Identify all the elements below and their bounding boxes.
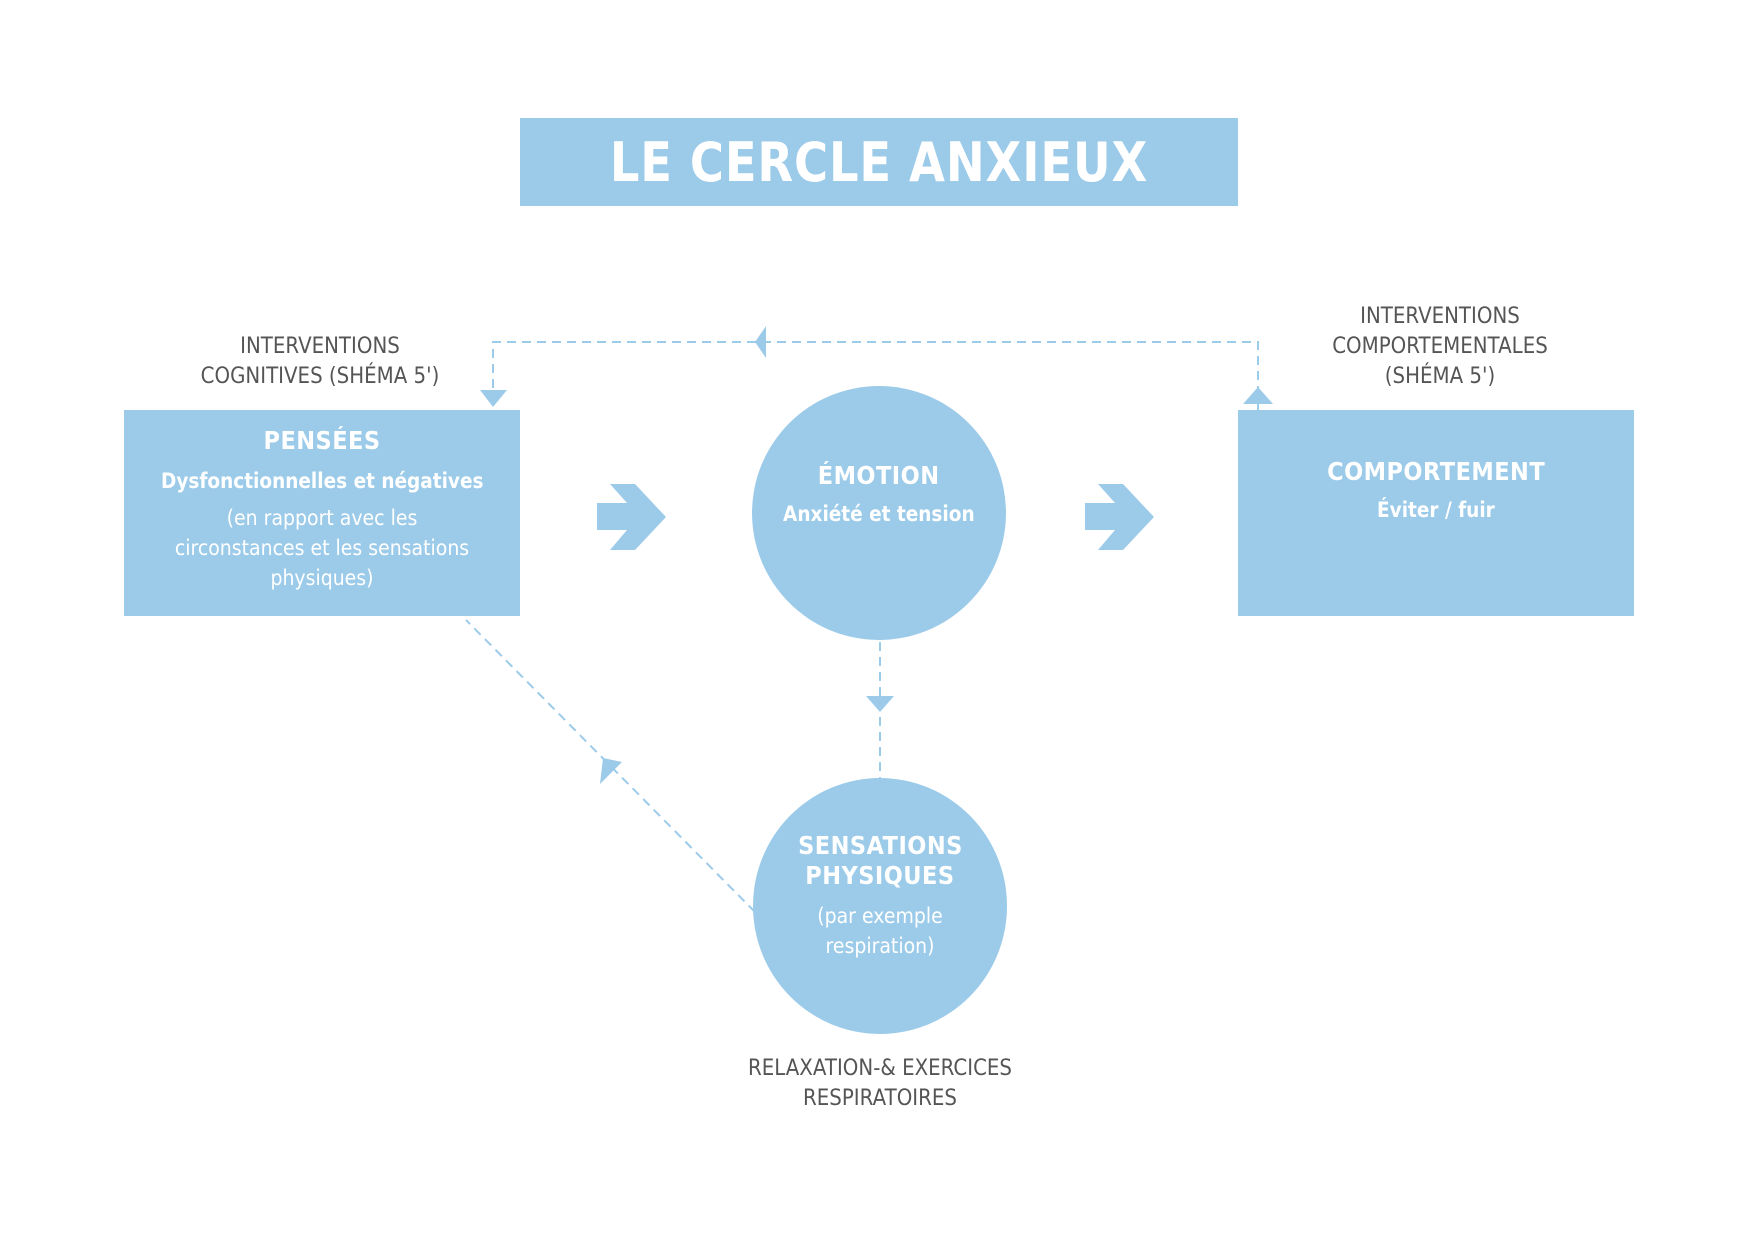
node-subheading: Dysfonctionnelles et négatives bbox=[160, 469, 484, 493]
node-detail: (par exemple respiration) bbox=[817, 904, 943, 958]
node-sensations: SENSATIONS PHYSIQUES (par exemple respir… bbox=[753, 778, 1007, 1034]
arrowhead-down-icon bbox=[480, 390, 507, 407]
label-line: RESPIRATOIRES bbox=[803, 1086, 957, 1111]
node-heading-line1: SENSATIONS bbox=[797, 831, 963, 860]
arrowhead-up-left-icon bbox=[600, 758, 622, 784]
label-line: INTERVENTIONS bbox=[240, 334, 400, 359]
node-emotion: ÉMOTION Anxiété et tension bbox=[752, 386, 1006, 640]
node-heading: COMPORTEMENT bbox=[1326, 457, 1546, 487]
label-cognitive-interventions: INTERVENTIONS COGNITIVES (SHÉMA 5') bbox=[167, 332, 473, 392]
label-line: RELAXATION-& EXERCICES bbox=[747, 1056, 1013, 1081]
node-pensees: PENSÉES Dysfonctionnelles et négatives (… bbox=[124, 410, 520, 616]
diagram-title: LE CERCLE ANXIEUX bbox=[609, 130, 1149, 194]
label-line: COGNITIVES (SHÉMA 5') bbox=[200, 364, 440, 389]
label-line: COMPORTEMENTALES bbox=[1332, 334, 1548, 359]
node-heading-line2: PHYSIQUES bbox=[805, 861, 955, 890]
node-subheading: Éviter / fuir bbox=[1377, 498, 1495, 523]
label-line: INTERVENTIONS bbox=[1360, 304, 1520, 329]
node-comportement: COMPORTEMENT Éviter / fuir bbox=[1238, 410, 1634, 616]
node-subheading: Anxiété et tension bbox=[783, 502, 975, 527]
arrowhead-left-icon bbox=[755, 326, 766, 358]
dashed-connector-comportement-to-pensees bbox=[492, 341, 1259, 410]
node-heading: PENSÉES bbox=[263, 426, 381, 455]
chevron-arrow-right-icon bbox=[1085, 484, 1154, 550]
title-banner: LE CERCLE ANXIEUX bbox=[520, 118, 1238, 206]
node-detail: (en rapport avec les circonstances et le… bbox=[174, 506, 470, 591]
chevron-arrow-right-icon bbox=[597, 484, 666, 550]
arrowhead-down-icon bbox=[866, 696, 894, 712]
node-heading: ÉMOTION bbox=[818, 461, 940, 491]
label-behavioral-interventions: INTERVENTIONS COMPORTEMENTALES (SHÉMA 5'… bbox=[1287, 302, 1593, 392]
dashed-connector-sensations-to-pensees bbox=[465, 619, 756, 913]
label-line: (SHÉMA 5') bbox=[1384, 364, 1496, 389]
arrowhead-up-icon bbox=[1243, 387, 1273, 404]
label-relaxation: RELAXATION-& EXERCICES RESPIRATOIRES bbox=[709, 1054, 1051, 1114]
